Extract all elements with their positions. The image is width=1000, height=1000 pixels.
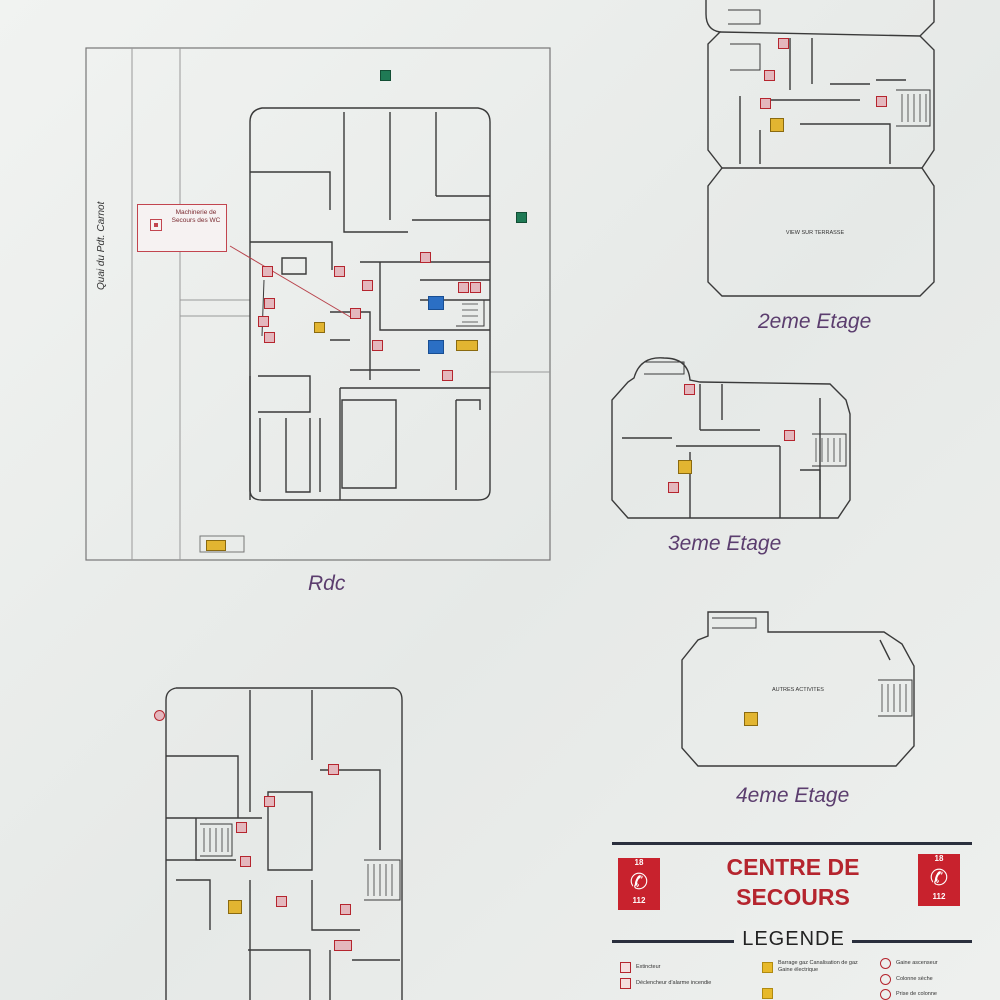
extinguisher-icon — [340, 904, 351, 915]
plan-location-icon — [228, 900, 242, 914]
legend-item-colonne: Colonne sèche — [896, 976, 933, 982]
extinguisher-icon — [420, 252, 431, 263]
extinguisher-icon — [262, 266, 273, 277]
alarm-trigger-icon — [620, 978, 631, 989]
emergency-machinery-callout: Machinerie de Secours des WC — [137, 204, 227, 252]
phone-number-112: 112 — [932, 892, 946, 901]
etage3-plan — [611, 357, 851, 519]
legend-item-gaz: Barrage gaz Canalisation de gaz Gaine él… — [778, 960, 858, 973]
elevator-icon — [428, 296, 444, 310]
phone-number-112: 112 — [632, 896, 646, 905]
plan-location-icon — [744, 712, 758, 726]
extinguisher-icon — [264, 796, 275, 807]
legend-top-bar — [612, 842, 972, 845]
etage4-plan — [681, 611, 915, 767]
dry-riser-icon — [880, 974, 891, 985]
extinguisher-icon — [760, 98, 771, 109]
floor-label-rdc: Rdc — [308, 572, 346, 595]
legend-item-prise: Prise de colonne — [896, 991, 937, 997]
extinguisher-icon — [350, 308, 361, 319]
phone-icon: ✆ — [629, 869, 649, 894]
extinguisher-icon — [362, 280, 373, 291]
fire-alarm-icon — [154, 710, 165, 721]
gas-icon — [762, 962, 773, 973]
floor-label-4eme: 4eme Etage — [736, 784, 850, 807]
meter-icon — [206, 540, 226, 551]
machinery-icon — [150, 219, 162, 231]
extinguisher-icon — [778, 38, 789, 49]
extinguisher-icon — [684, 384, 695, 395]
legend-item-declencheur: Déclencheur d'alarme incendie — [636, 980, 712, 986]
extinguisher-icon — [458, 282, 469, 293]
extinguisher-icon — [876, 96, 887, 107]
extinguisher-icon — [442, 370, 453, 381]
extinguisher-icon — [764, 70, 775, 81]
gas-cut-off-icon — [456, 340, 478, 351]
plan-location-icon — [314, 322, 325, 333]
emergency-phone-left: 18 ✆ 112 — [618, 858, 660, 910]
extinguisher-icon — [620, 962, 631, 973]
room-label-terrasse: VIEW SUR TERRASSE — [785, 230, 845, 236]
floor-label-2eme: 2eme Etage — [758, 310, 872, 333]
legend-item-extincteur: Extincteur — [636, 964, 661, 970]
centre-de-secours-title: CENTRE DE SECOURS — [726, 854, 860, 910]
extinguisher-icon — [328, 764, 339, 775]
extinguisher-icon — [334, 266, 345, 277]
emergency-exit-icon — [380, 70, 391, 81]
emergency-phone-right: 18 ✆ 112 — [918, 854, 960, 906]
plan-location-icon — [770, 118, 784, 132]
street-name: Quai du Pdt. Carnot — [96, 201, 107, 290]
riser-inlet-icon — [880, 989, 891, 1000]
extinguisher-icon — [264, 298, 275, 309]
phone-icon: ✆ — [929, 865, 949, 890]
phone-number-18: 18 — [634, 858, 644, 867]
lower-floor-plan — [165, 687, 403, 1000]
room-label-autres-activites: AUTRES ACTIVITES — [772, 687, 824, 693]
extinguisher-icon — [258, 316, 269, 327]
legend-separator-left — [612, 940, 734, 943]
extinguisher-icon — [240, 856, 251, 867]
extinguisher-icon — [236, 822, 247, 833]
floor-label-3eme: 3eme Etage — [668, 532, 782, 555]
legend-panel: 18 ✆ 112 CENTRE DE SECOURS 18 ✆ 112 LEGE… — [612, 842, 972, 1000]
etage2-plan — [705, 0, 935, 297]
extinguisher-icon — [372, 340, 383, 351]
elevator-shaft-icon — [880, 958, 891, 969]
extinguisher-icon — [470, 282, 481, 293]
extinguisher-icon — [276, 896, 287, 907]
legend-item-ascenseur: Gaine ascenseur — [896, 960, 938, 966]
extinguisher-icon — [334, 940, 352, 951]
legende-heading: LEGENDE — [736, 928, 851, 951]
extinguisher-icon — [264, 332, 275, 343]
legend-separator-right — [852, 940, 972, 943]
phone-number-18: 18 — [934, 854, 944, 863]
elevator-icon — [428, 340, 444, 354]
electric-icon — [762, 988, 773, 999]
callout-text: Machinerie de Secours des WC — [171, 209, 221, 224]
rdc-plan — [85, 47, 551, 561]
plan-location-icon — [678, 460, 692, 474]
emergency-exit-icon — [516, 212, 527, 223]
extinguisher-icon — [784, 430, 795, 441]
extinguisher-icon — [668, 482, 679, 493]
